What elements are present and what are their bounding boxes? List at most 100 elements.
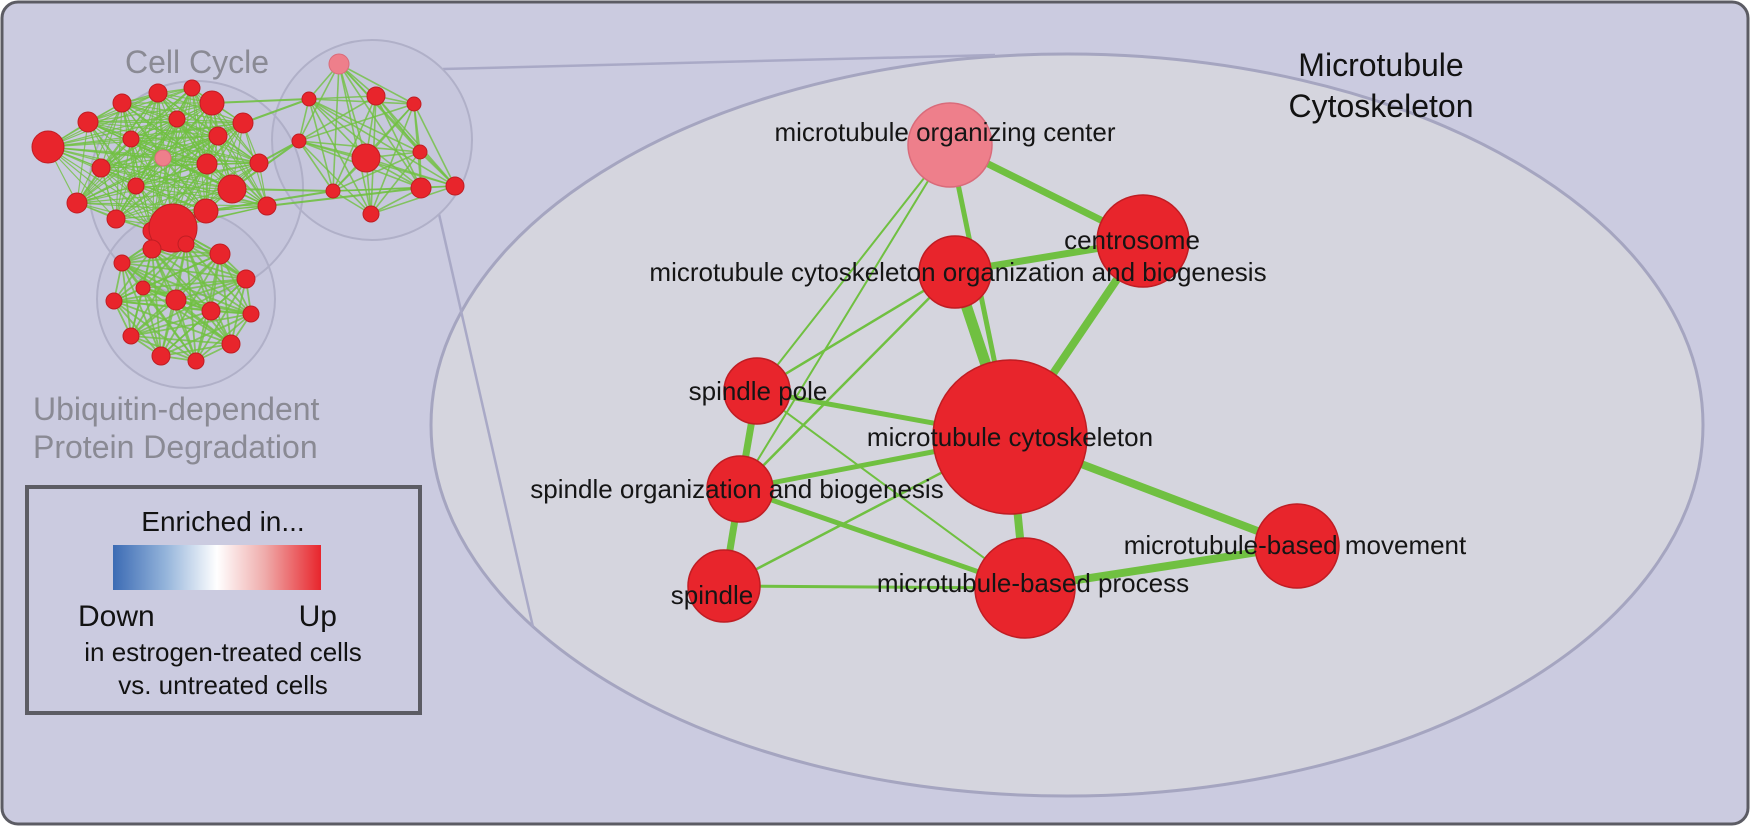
- overview-node: [105, 292, 123, 310]
- overview-edge: [308, 98, 415, 105]
- overview-node: [410, 177, 432, 199]
- overview-edge: [298, 140, 372, 215]
- overview-edge: [308, 98, 456, 187]
- overview-edge: [332, 151, 421, 192]
- overview-edge: [142, 287, 252, 315]
- overview-edge: [365, 157, 456, 187]
- overview-edge: [219, 253, 232, 345]
- edge-spindle-pole--mt-process: [756, 390, 1026, 589]
- overview-edge: [370, 151, 421, 215]
- overview-node: [301, 91, 317, 107]
- overview-edge: [87, 87, 193, 123]
- overview-edge: [175, 253, 221, 301]
- ubiquitin-cluster-label-line2: Protein Degradation: [33, 429, 318, 465]
- overview-node: [112, 93, 132, 113]
- overview-network: [31, 39, 473, 389]
- overview-edge: [298, 95, 377, 142]
- overview-edge: [130, 310, 212, 337]
- overview-node: [217, 174, 247, 204]
- overview-edge: [142, 287, 162, 357]
- overview-edge: [87, 121, 260, 164]
- overview-edge: [332, 187, 422, 192]
- overview-node: [208, 126, 228, 146]
- edge-microtubule-organizing-center--spindle-pole: [756, 144, 951, 392]
- overview-edge: [113, 300, 212, 312]
- overview-edge: [142, 287, 232, 345]
- overview-edge: [113, 300, 162, 357]
- main-network-nodes: [687, 102, 1340, 639]
- overview-edge: [47, 102, 213, 148]
- overview-edge: [115, 118, 178, 220]
- node-centrosome: [1096, 194, 1190, 288]
- overview-edge: [308, 95, 377, 100]
- overview-edge: [130, 135, 219, 140]
- overview-node: [193, 198, 219, 224]
- overview-node: [148, 83, 168, 103]
- node-mt-movement: [1254, 503, 1340, 589]
- main-network-labels: microtubule organizing centercentrosomem…: [530, 117, 1467, 610]
- overview-edge: [76, 118, 178, 204]
- overview-node: [91, 158, 111, 178]
- overview-edge: [100, 118, 178, 169]
- legend-gradient-bar: [113, 545, 321, 590]
- overview-edge: [76, 92, 159, 204]
- overview-edge: [176, 118, 207, 212]
- overview-edge: [332, 95, 377, 192]
- overview-node: [199, 90, 225, 116]
- overview-node: [113, 254, 131, 272]
- node-label-spindle-pole: spindle pole: [689, 376, 828, 406]
- cell-cycle-cluster-label: Cell Cycle: [125, 44, 269, 80]
- overview-node: [142, 239, 162, 259]
- overview-node: [291, 133, 307, 149]
- node-microtubule-organizing-center: [907, 102, 993, 188]
- node-spindle-org-biogenesis: [706, 455, 774, 523]
- overview-edge: [160, 343, 232, 357]
- main-title-line2: Cytoskeleton: [1289, 88, 1474, 124]
- overview-edge: [175, 299, 197, 362]
- edge-mt-org-biogenesis--spindle-org-biogenesis: [739, 271, 956, 490]
- overview-edge: [338, 63, 367, 159]
- legend-down-label: Down: [78, 600, 155, 633]
- overview-node: [221, 334, 241, 354]
- main-title-line1: Microtubule: [1298, 47, 1463, 83]
- overview-node: [127, 177, 145, 195]
- ubiquitin-cluster-label-line1: Ubiquitin-dependent: [33, 391, 320, 427]
- overview-node: [351, 143, 381, 173]
- overview-node: [122, 130, 140, 148]
- overview-edge: [142, 278, 247, 289]
- legend-caption-line2: vs. untreated cells: [118, 670, 328, 700]
- node-mt-org-biogenesis: [918, 235, 992, 309]
- overview-edge: [151, 248, 252, 315]
- edge-mt-org-biogenesis--spindle-pole: [756, 270, 956, 393]
- node-label-mt-movement: microtubule-based movement: [1124, 530, 1467, 560]
- overview-node: [31, 130, 65, 164]
- overview-node: [406, 96, 422, 112]
- node-label-spindle: spindle: [671, 580, 753, 610]
- overview-node: [209, 243, 231, 265]
- overview-edge: [113, 278, 247, 302]
- overview-edge: [100, 102, 123, 169]
- legend: Enriched in... Down Up in estrogen-treat…: [25, 485, 422, 715]
- magnifier-line-bottom: [437, 213, 535, 628]
- overview-edge: [121, 102, 260, 164]
- overview-edge: [191, 87, 208, 165]
- overview-cross-edge: [266, 187, 422, 207]
- overview-edge: [375, 95, 456, 187]
- overview-cross-edge: [231, 188, 334, 192]
- overview-node: [196, 153, 218, 175]
- overview-edge: [76, 102, 123, 204]
- node-label-mt-cytoskeleton: microtubule cytoskeleton: [867, 422, 1153, 452]
- overview-edge: [176, 118, 268, 207]
- overview-node: [77, 111, 99, 133]
- overview-edge: [205, 122, 244, 212]
- magnifier-line-top: [442, 53, 996, 71]
- overview-node: [257, 196, 277, 216]
- overview-edge: [175, 299, 232, 345]
- overview-node: [412, 144, 428, 160]
- overview-edge: [160, 310, 212, 357]
- overview-node: [236, 269, 256, 289]
- overview-node: [183, 79, 201, 97]
- overview-edge: [142, 253, 221, 289]
- node-label-spindle-org-biogenesis: spindle organization and biogenesis: [530, 474, 943, 504]
